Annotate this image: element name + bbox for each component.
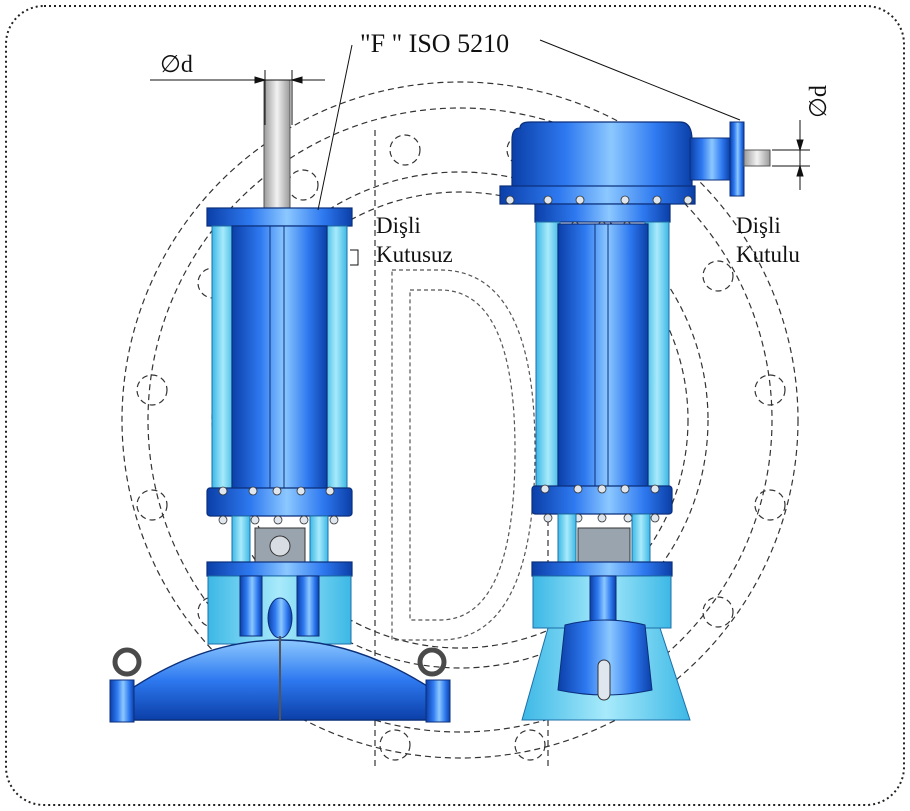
- actuator-with-gearbox: [499, 121, 771, 721]
- right-caption-line1: Dişli: [736, 213, 781, 238]
- right-diameter-label: ∅d: [806, 85, 832, 118]
- actuator-without-gearbox: [109, 79, 451, 723]
- left-caption-line2: Kutusuz: [376, 242, 453, 267]
- standard-label: "F " ISO 5210: [360, 29, 509, 58]
- letter-d-watermark: [391, 269, 536, 641]
- outer-frame: [5, 5, 905, 806]
- left-caption-line1: Dişli: [376, 213, 421, 238]
- dimension-lines: [150, 39, 810, 266]
- left-diameter-label: ∅d: [160, 52, 193, 78]
- right-caption-line2: Kutulu: [736, 242, 800, 267]
